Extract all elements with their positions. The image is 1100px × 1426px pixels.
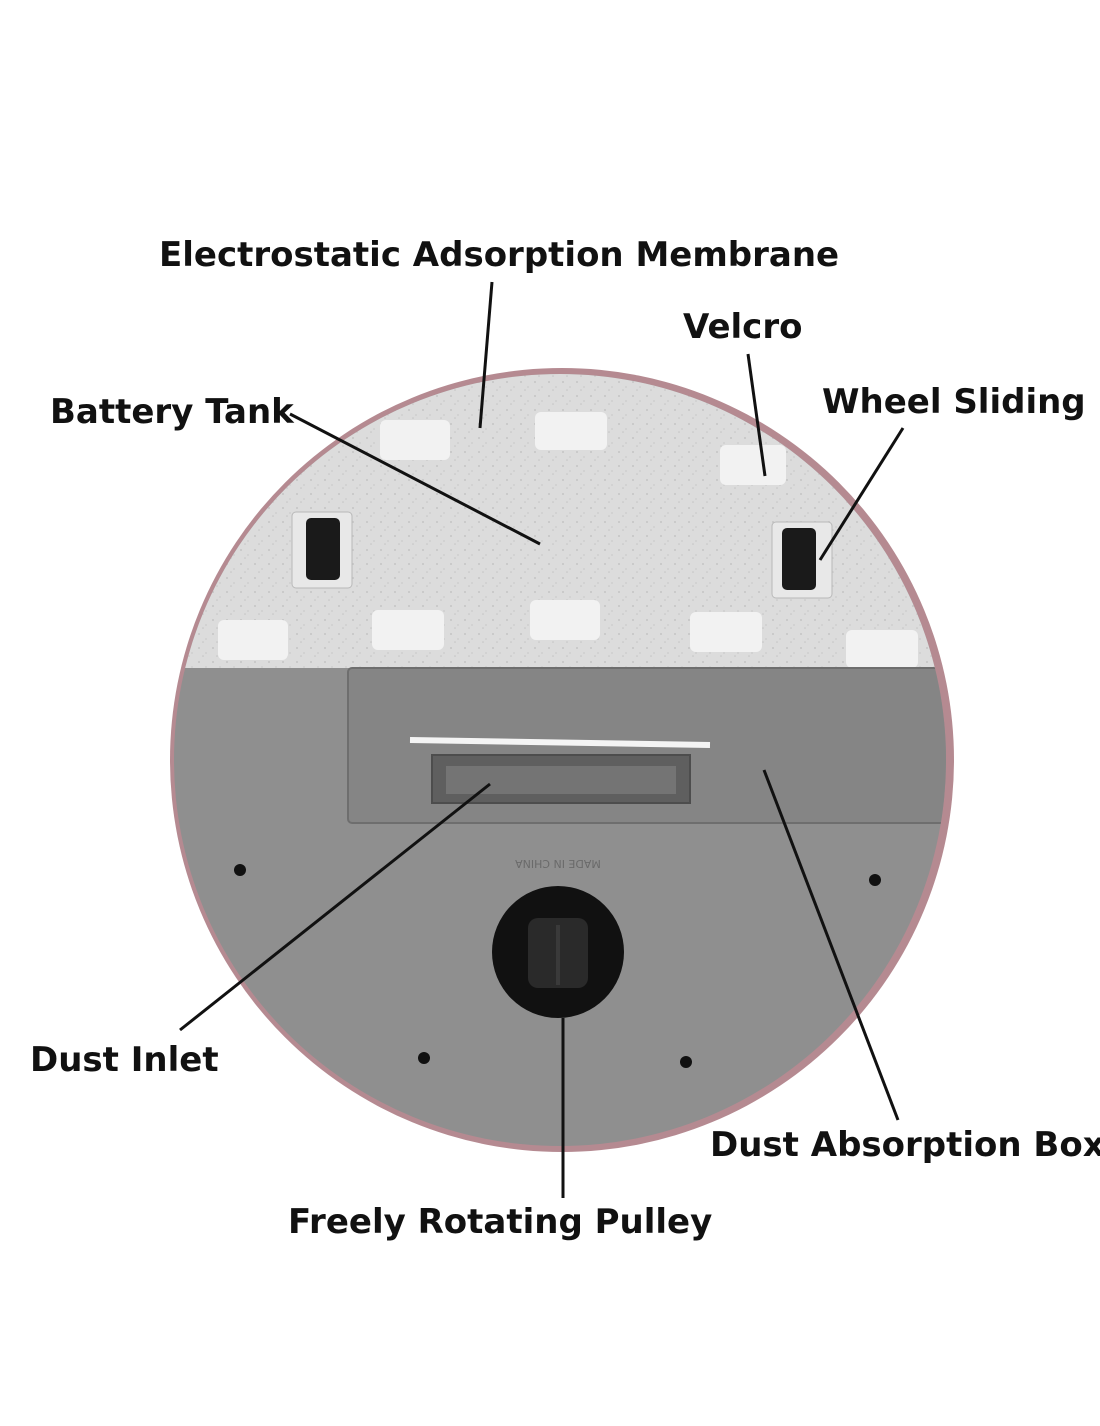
label-dust-absorption-box: Dust Absorption Box (710, 1125, 1100, 1165)
velcro-pad (380, 420, 450, 460)
label-dust-inlet: Dust Inlet (30, 1040, 219, 1080)
label-velcro: Velcro (683, 307, 803, 347)
velcro-pad (846, 630, 918, 668)
label-wheel-sliding: Wheel Sliding (822, 382, 1086, 422)
leader-wheel (818, 427, 905, 561)
screw (680, 1056, 692, 1068)
leader-battery (289, 412, 541, 546)
velcro-pad (530, 600, 600, 640)
screw (418, 1052, 430, 1064)
velcro-pad (218, 620, 288, 660)
velcro-pad (690, 612, 762, 652)
velcro-pad (372, 610, 444, 650)
label-freely-rotating-pulley: Freely Rotating Pulley (288, 1202, 713, 1242)
wheel-right (782, 528, 816, 590)
label-electrostatic-membrane: Electrostatic Adsorption Membrane (159, 235, 840, 275)
leader-membrane (478, 281, 494, 429)
label-battery-tank: Battery Tank (50, 392, 294, 432)
velcro-pad (720, 445, 786, 485)
leader-velcro (746, 353, 767, 477)
leader-dust-inlet (179, 782, 491, 1032)
screw (234, 864, 246, 876)
made-in-china-marking: MADE IN CHINA (515, 857, 601, 870)
leader-lines (179, 281, 905, 1198)
screw (869, 874, 881, 886)
leader-dust-box (762, 769, 900, 1121)
inlet-highlight (409, 737, 711, 748)
wheel-left (306, 518, 340, 580)
velcro-pad (535, 412, 607, 450)
